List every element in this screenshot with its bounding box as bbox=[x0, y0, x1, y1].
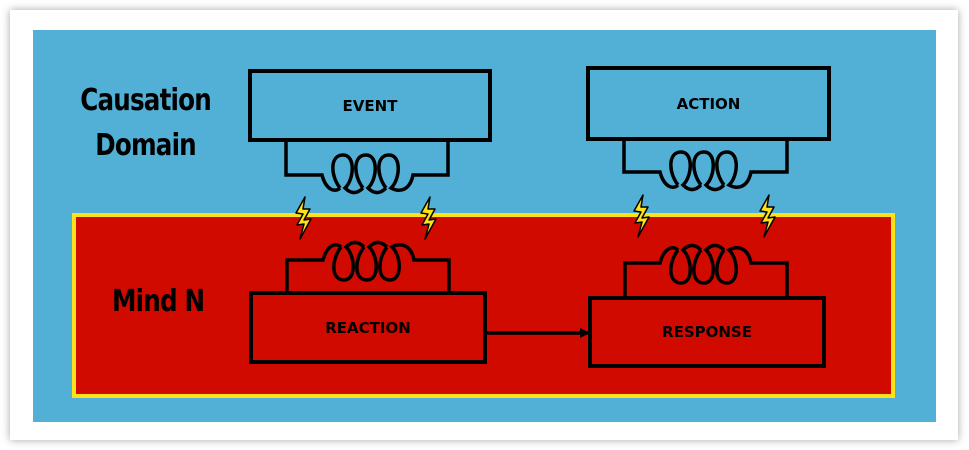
response-label: RESPONSE bbox=[662, 323, 752, 341]
mind-title: Mind N bbox=[112, 284, 205, 319]
event-coil-icon bbox=[284, 140, 450, 195]
causation-domain-title-line2: Domain bbox=[95, 128, 196, 163]
lightning-bolt-icon bbox=[420, 196, 437, 240]
reaction-label: REACTION bbox=[325, 319, 411, 337]
response-coil-icon bbox=[623, 243, 789, 298]
reaction-coil-icon bbox=[285, 240, 451, 293]
lightning-bolt-icon bbox=[633, 194, 650, 238]
action-label: ACTION bbox=[676, 95, 741, 113]
action-coil-icon bbox=[622, 139, 789, 192]
event-box bbox=[248, 69, 492, 142]
event-label: EVENT bbox=[342, 97, 398, 115]
reaction-block bbox=[249, 240, 487, 364]
lightning-bolt-icon bbox=[295, 196, 312, 240]
causation-domain-title-line1: Causation bbox=[80, 83, 211, 118]
response-block bbox=[588, 243, 826, 368]
causation-domain-title: Causation Domain bbox=[80, 78, 211, 168]
response-box bbox=[588, 296, 826, 368]
lightning-bolt-icon bbox=[759, 194, 776, 238]
action-block bbox=[586, 66, 831, 192]
reaction-box bbox=[249, 291, 487, 364]
event-block bbox=[248, 69, 492, 195]
action-box bbox=[586, 66, 831, 141]
